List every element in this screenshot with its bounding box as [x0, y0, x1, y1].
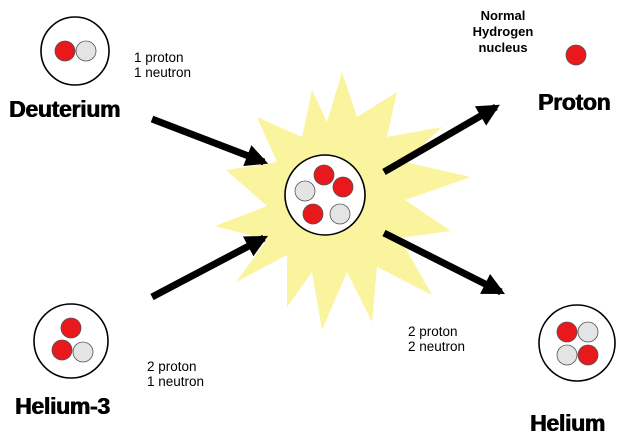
- helium3-nucleus: [34, 304, 108, 378]
- neutron-particle: [557, 345, 577, 365]
- proton-particle: [52, 340, 72, 360]
- helium3-neutrons-text: 1 neutron: [147, 374, 204, 389]
- neutron-particle: [73, 342, 93, 362]
- helium-label: Helium: [530, 410, 605, 437]
- neutron-particle: [578, 322, 598, 342]
- helium-neutrons-text: 2 neutron: [408, 339, 465, 354]
- proton-particle: [303, 204, 323, 224]
- helium-composition: 2 proton 2 neutron: [408, 324, 465, 354]
- proton-particle: [578, 345, 598, 365]
- helium3-composition: 2 proton 1 neutron: [147, 359, 204, 389]
- hydrogen-caption-line1: Normal: [453, 8, 553, 24]
- hydrogen-nucleus-caption: Normal Hydrogen nucleus: [453, 8, 553, 56]
- proton-particle: [557, 322, 577, 342]
- proton-particle-free: [566, 45, 586, 65]
- proton-particle: [314, 165, 334, 185]
- deuterium-composition: 1 proton 1 neutron: [134, 50, 191, 80]
- deuterium-nucleus: [41, 17, 109, 85]
- helium-nucleus: [539, 305, 615, 381]
- proton-particle: [61, 318, 81, 338]
- deuterium-label: Deuterium: [9, 96, 120, 123]
- deuterium-neutrons-text: 1 neutron: [134, 65, 191, 80]
- arrow-deuterium-in: [152, 119, 264, 162]
- proton-particle: [333, 177, 353, 197]
- proton-label: Proton: [538, 89, 610, 116]
- neutron-particle: [330, 204, 350, 224]
- proton-particle: [55, 41, 75, 61]
- hydrogen-caption-line2: Hydrogen: [453, 24, 553, 40]
- central-nucleus: [285, 155, 365, 235]
- neutron-particle: [76, 41, 96, 61]
- helium-protons-text: 2 proton: [408, 324, 465, 339]
- helium3-label: Helium-3: [15, 393, 110, 420]
- hydrogen-caption-line3: nucleus: [453, 40, 553, 56]
- neutron-particle: [295, 181, 315, 201]
- helium3-protons-text: 2 proton: [147, 359, 204, 374]
- deuterium-protons-text: 1 proton: [134, 50, 191, 65]
